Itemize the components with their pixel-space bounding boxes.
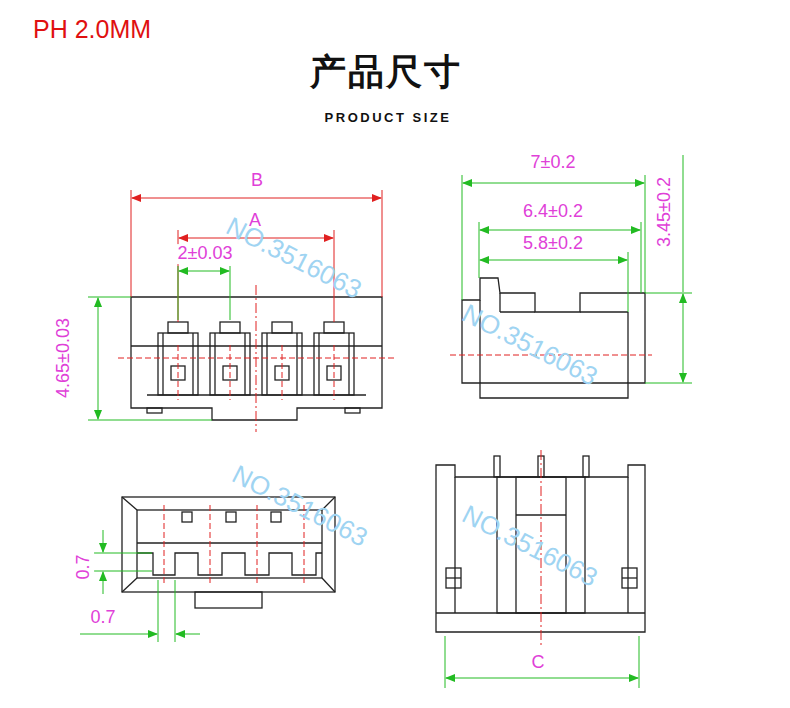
dimension-label: B	[249, 171, 265, 191]
dimension-label: 2±0.03	[176, 244, 235, 264]
watermark: NO.3516063	[458, 500, 602, 592]
dimension-label: 0.7	[74, 552, 94, 581]
watermark: NO.3516063	[228, 460, 372, 552]
dimension-label: 3.45±0.2	[655, 175, 675, 249]
model-label: PH 2.0MM	[33, 16, 151, 44]
watermark: NO.3516063	[222, 212, 366, 304]
page-title: 产品尺寸	[310, 52, 462, 92]
subtitle: PRODUCT SIZE	[325, 111, 452, 125]
dimension-label: 0.7	[88, 608, 117, 628]
dimension-label: C	[530, 653, 547, 673]
dimension-label: 6.4±0.2	[521, 202, 585, 222]
dimension-label: 4.65±0.03	[54, 316, 74, 400]
dimension-label: 7±0.2	[529, 153, 578, 173]
dimension-label: 5.8±0.2	[521, 234, 585, 254]
